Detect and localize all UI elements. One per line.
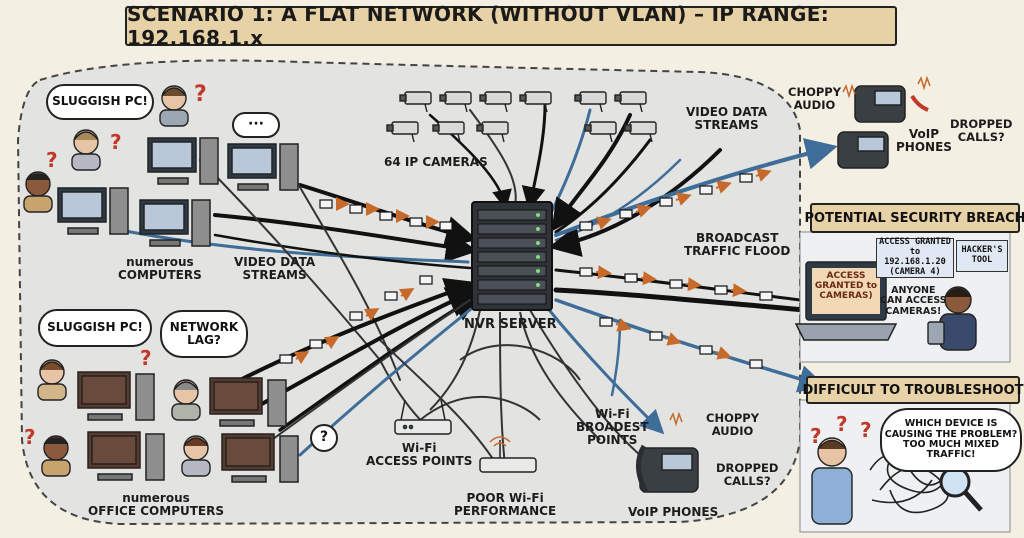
label-dropped-calls-bottom: DROPPED CALLS? <box>716 461 779 488</box>
confused-engineer-icon <box>811 437 853 525</box>
camera-icon <box>439 91 472 113</box>
nvr-server-icon <box>471 201 553 311</box>
packet-stream-left <box>279 197 453 365</box>
question-mark-icon: ? <box>110 130 122 154</box>
label-numerous-computers: numerous COMPUTERS <box>118 255 202 283</box>
camera-icon <box>476 121 509 143</box>
computer-group-bottom <box>77 371 299 483</box>
question-mark-icon: ? <box>140 346 152 370</box>
desktop-computer-icon <box>227 143 299 191</box>
camera-icon <box>614 91 647 113</box>
voip-phone-icon <box>837 131 889 169</box>
label-nvr-server: NVR SERVER <box>464 317 557 332</box>
label-wifi-access-points: Wi-Fi ACCESS POINTS <box>366 441 473 469</box>
frustrated-user-icon <box>71 129 101 171</box>
question-mark-icon: ? <box>836 412 848 436</box>
desktop-computer-icon <box>209 377 287 427</box>
people <box>23 85 211 477</box>
question-mark-icon: ? <box>24 425 36 449</box>
label-dropped-calls-top: DROPPED CALLS? <box>950 117 1013 144</box>
computer-group-top <box>57 137 299 247</box>
question-mark-icon: ? <box>860 418 872 442</box>
label-poor-wifi: POOR Wi-Fi PERFORMANCE <box>454 491 557 519</box>
voip-phone-icon <box>854 85 906 123</box>
wifi-router-icon <box>479 436 537 473</box>
camera-icon <box>584 121 617 143</box>
frustrated-user-icon <box>41 435 71 477</box>
camera-icon <box>624 121 657 143</box>
label-video-streams-left: VIDEO DATA STREAMS <box>234 255 316 283</box>
bubble-ellipsis: ··· <box>232 112 280 138</box>
hacker-icon <box>927 286 977 351</box>
camera-icon <box>519 91 552 113</box>
packet-stream-right <box>579 168 773 369</box>
troubleshoot-bubble: WHICH DEVICE IS CAUSING THE PROBLEM? TOO… <box>880 408 1022 472</box>
troubleshoot-panel-title: DIFFICULT TO TROUBLESHOOT <box>802 376 1024 404</box>
camera-icon <box>386 121 419 143</box>
page-title: SCENARIO 1: A FLAT NETWORK (WITHOUT VLAN… <box>127 2 830 50</box>
frustrated-user-icon <box>23 171 53 213</box>
camera-icon <box>432 121 465 143</box>
frustrated-user-icon <box>159 85 189 127</box>
desktop-computer-icon <box>221 433 299 483</box>
camera-icon <box>479 91 512 113</box>
question-mark-icon: ? <box>194 82 207 107</box>
label-choppy-audio-top: CHOPPY AUDIO <box>788 85 842 112</box>
label-wifi-broadest: Wi-Fi BROADEST POINTS <box>576 407 649 448</box>
desktop-computer-icon <box>77 371 155 421</box>
desktop-computer-icon <box>87 431 165 481</box>
frustrated-user-icon <box>171 379 201 421</box>
desktop-computer-icon <box>147 137 219 185</box>
bubble-sluggish-bottom: SLUGGISH PC! <box>38 309 152 347</box>
ringing-handset-icon <box>910 94 929 112</box>
bubble-sluggish-top: SLUGGISH PC! <box>46 84 154 120</box>
bubble-question: ? <box>310 424 338 452</box>
question-mark-icon: ? <box>46 148 58 172</box>
audio-distortion-icon <box>669 75 931 427</box>
access-granted-window: ACCESS GRANTED to 192.168.1.20 (CAMERA 4… <box>876 238 954 278</box>
camera-icon <box>399 91 432 113</box>
desktop-computer-icon <box>57 187 129 235</box>
title-banner: SCENARIO 1: A FLAT NETWORK (WITHOUT VLAN… <box>125 2 897 50</box>
anyone-access-text: ANYONE CAN ACCESS CAMERAS! <box>880 285 947 317</box>
label-broadcast-flood: BROADCAST TRAFFIC FLOOD <box>684 231 791 259</box>
desktop-computer-icon <box>139 199 211 247</box>
voip-phone-icon <box>636 444 699 494</box>
label-office-computers: numerous OFFICE COMPUTERS <box>88 491 224 519</box>
label-cameras: 64 IP CAMERAS <box>384 155 488 169</box>
wifi-access-point-icon <box>394 399 452 435</box>
hackers-tool-window: HACKER'S TOOL <box>956 240 1008 272</box>
frustrated-user-icon <box>37 359 67 401</box>
label-choppy-audio-bottom: CHOPPY AUDIO <box>706 411 760 438</box>
label-voip-phones-top: VoIP PHONES <box>896 127 952 155</box>
laptop-screen-text: ACCESS GRANTED to CAMERAS) <box>814 271 878 301</box>
label-voip-phones-bottom: VoIP PHONES <box>628 505 719 519</box>
question-mark-icon: ? <box>810 424 822 448</box>
label-video-streams-top: VIDEO DATA STREAMS <box>686 105 768 133</box>
bubble-network-lag: NETWORK LAG? <box>160 310 248 358</box>
ip-cameras <box>386 91 657 143</box>
frustrated-user-icon <box>181 435 211 477</box>
camera-icon <box>574 91 607 113</box>
wifi-links <box>379 309 601 471</box>
security-panel-title: POTENTIAL SECURITY BREACH <box>804 203 1024 233</box>
